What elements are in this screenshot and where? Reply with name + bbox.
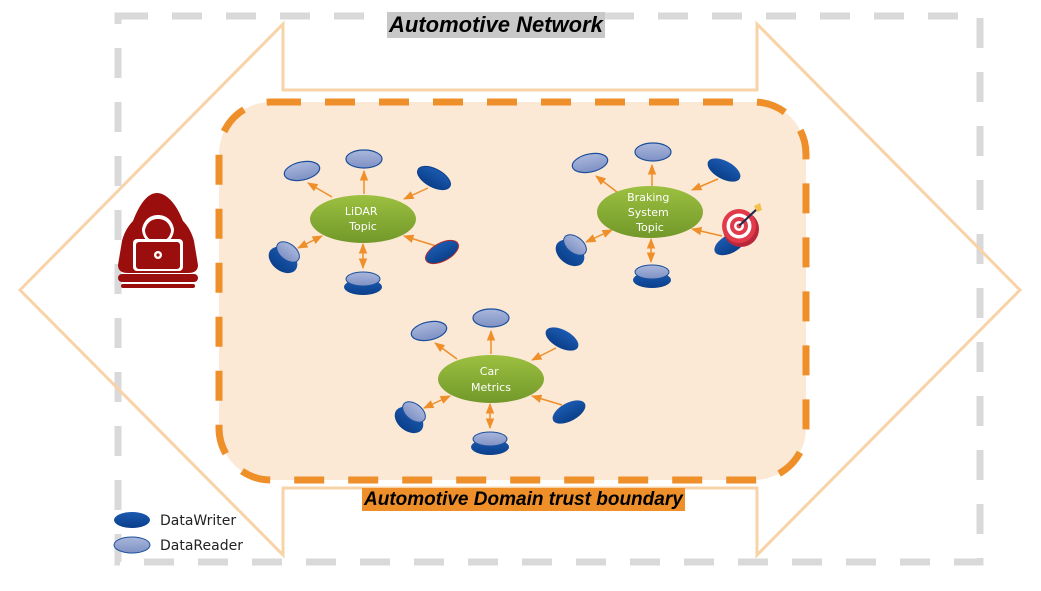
svg-text:Car Metrics: Car Metrics (471, 365, 511, 394)
link (530, 394, 563, 406)
svg-text:Braking System Top: Braking System Topic (627, 191, 673, 234)
bidirectional-arrow-outline (17, 20, 1023, 559)
topic-label-line: Car (480, 365, 499, 378)
link (690, 227, 723, 237)
car-metrics-topic (438, 355, 544, 403)
link (402, 234, 437, 247)
link (595, 175, 618, 193)
legend-reader-label: DataReader (160, 538, 243, 554)
link (297, 235, 323, 249)
braking-system-topic (597, 186, 703, 238)
legend: DataWriter DataReader (113, 512, 243, 554)
lidar-topic-cluster: LiDAR Topic (268, 149, 459, 295)
data-reader-writer (394, 401, 426, 434)
data-reader-writer (344, 271, 382, 295)
legend-reader-swatch (113, 536, 151, 554)
data-writer (425, 239, 459, 265)
data-reader (345, 149, 383, 169)
network-boundary (114, 12, 984, 566)
data-reader (472, 308, 510, 328)
data-writer (545, 327, 579, 351)
link (434, 342, 458, 360)
data-reader (571, 152, 609, 174)
link (307, 182, 333, 198)
legend-writer-label: DataWriter (160, 513, 236, 529)
topic-label-line: Braking (627, 191, 669, 204)
legend-writer-swatch (114, 512, 150, 528)
link (403, 187, 429, 200)
data-reader-writer (555, 234, 587, 267)
data-reader-writer (633, 264, 671, 288)
braking-topic-cluster: Braking System Topic (555, 142, 762, 288)
hooded-hacker-icon (118, 193, 198, 288)
data-reader-writer (268, 241, 300, 274)
svg-text:LiDAR Topic: LiDAR Topic (345, 205, 381, 233)
network-title: Automotive Network (387, 12, 605, 38)
data-writer (707, 158, 741, 182)
data-reader (634, 142, 672, 162)
car-metrics-topic-cluster: Car Metrics (394, 308, 586, 455)
lidar-topic (310, 195, 416, 243)
topic-label-line: Topic (635, 221, 664, 234)
data-reader (410, 320, 448, 342)
data-reader (283, 160, 321, 182)
trust-boundary-label: Automotive Domain trust boundary (362, 488, 685, 511)
data-reader-writer (471, 431, 509, 455)
topic-label-line: LiDAR (345, 205, 378, 218)
topic-label-line: Topic (348, 220, 377, 233)
link (423, 395, 451, 409)
link (585, 229, 613, 243)
link (691, 178, 719, 191)
topic-label-line: Metrics (471, 381, 511, 394)
link (531, 347, 557, 361)
bullseye-target-icon (722, 203, 762, 247)
data-writer (417, 165, 451, 191)
data-writer (552, 400, 586, 424)
topic-label-line: System (628, 206, 669, 219)
